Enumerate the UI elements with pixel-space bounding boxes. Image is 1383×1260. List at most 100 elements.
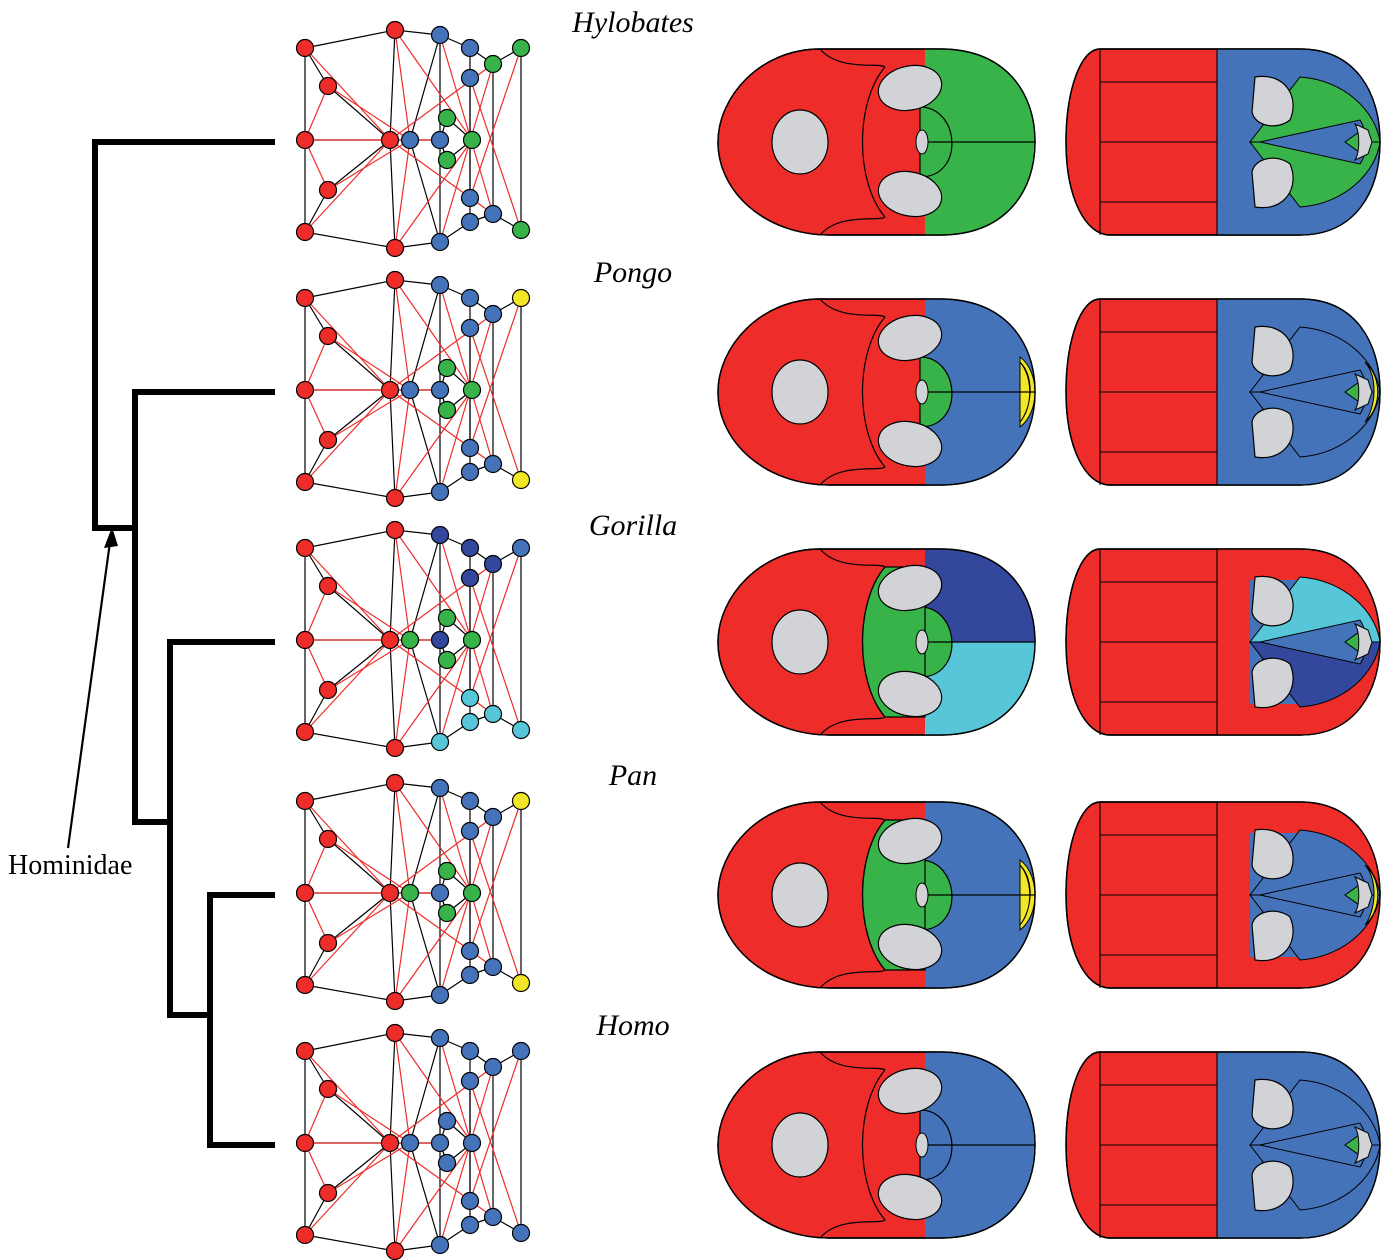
network-edge xyxy=(409,139,441,243)
network-edge xyxy=(389,1142,396,1252)
network-node xyxy=(462,380,482,400)
orbit xyxy=(771,609,829,675)
network-node xyxy=(295,1133,315,1153)
network-edge-red xyxy=(394,1032,411,1144)
network-node xyxy=(295,630,315,650)
network-edge xyxy=(304,29,396,49)
network-node xyxy=(380,1133,400,1153)
foramen xyxy=(915,629,929,655)
network-node xyxy=(385,238,405,258)
orbit xyxy=(771,109,829,175)
network-node xyxy=(460,791,480,811)
network-edge xyxy=(304,984,396,1002)
network-node xyxy=(295,975,315,995)
network-node xyxy=(460,688,480,708)
network-edge-red xyxy=(304,1050,391,1144)
network-edge xyxy=(389,279,396,391)
network-node xyxy=(295,538,315,558)
network-node xyxy=(483,1207,503,1227)
network-node xyxy=(511,720,531,740)
network-node xyxy=(295,883,315,903)
network-edge xyxy=(389,529,396,641)
orbit xyxy=(771,1112,829,1178)
taxon-label: Homo xyxy=(595,1009,669,1042)
network-node xyxy=(400,1133,420,1153)
network-node xyxy=(430,985,450,1005)
network-edge-red xyxy=(394,782,473,894)
network-edge-red xyxy=(439,816,494,996)
network-edge xyxy=(327,838,391,894)
network-edge xyxy=(327,389,391,441)
network-edge xyxy=(327,639,391,691)
nasal xyxy=(1353,622,1373,662)
network-node xyxy=(430,232,450,252)
network-column xyxy=(295,20,531,1260)
skull-sutures xyxy=(819,548,1035,736)
skull-outline-stroke xyxy=(717,801,1036,989)
network-edge-red xyxy=(304,389,329,441)
network-edge xyxy=(327,585,391,641)
orbit-upper xyxy=(1251,75,1294,127)
network-edge-red xyxy=(327,1088,411,1144)
orbit-upper xyxy=(877,314,943,362)
orbit-upper xyxy=(1251,325,1294,377)
network-gorilla xyxy=(295,520,531,758)
network-node xyxy=(430,1235,450,1255)
network-node xyxy=(437,150,457,170)
network-node xyxy=(430,525,450,545)
network-node xyxy=(483,304,503,324)
orbit xyxy=(771,359,829,425)
network-node xyxy=(460,941,480,961)
network-edge xyxy=(304,1032,396,1052)
skull-lateral-homo xyxy=(717,1051,1036,1239)
network-node xyxy=(462,630,482,650)
skull-dorsal-hylobates xyxy=(1065,48,1381,236)
network-node xyxy=(460,712,480,732)
skull-outline-stroke xyxy=(717,48,1036,236)
taxon-label: Gorilla xyxy=(589,509,677,542)
skull-region-upper xyxy=(925,802,1035,895)
skull-region-lower xyxy=(925,142,1035,235)
network-node xyxy=(437,650,457,670)
network-node xyxy=(295,722,315,742)
skull-lateral-gorilla xyxy=(717,548,1036,736)
orbit-lower xyxy=(1251,157,1294,209)
orbit-upper xyxy=(877,64,943,112)
network-node xyxy=(460,1191,480,1211)
network-edge-red xyxy=(327,892,411,944)
network-node xyxy=(430,630,450,650)
skull-outline-stroke xyxy=(717,548,1036,736)
network-edge xyxy=(389,29,396,141)
network-edge xyxy=(304,279,396,299)
network-edge-red xyxy=(394,29,473,141)
network-edge-red xyxy=(439,1037,494,1218)
orbit-lower xyxy=(877,670,943,718)
network-edge xyxy=(389,389,396,499)
network-node xyxy=(385,991,405,1011)
network-node xyxy=(400,630,420,650)
network-node xyxy=(318,1079,338,1099)
orbit-lower xyxy=(877,420,943,468)
phylogenetic-tree xyxy=(92,139,275,1148)
network-edge-red xyxy=(304,85,329,141)
network-node xyxy=(460,965,480,985)
network-node xyxy=(462,883,482,903)
orbit-upper xyxy=(877,564,943,612)
network-edge xyxy=(409,639,441,743)
network-node xyxy=(460,288,480,308)
network-edge-red xyxy=(327,838,411,894)
network-edge xyxy=(409,389,441,493)
network-edge-red xyxy=(469,1080,522,1234)
taxon-label: Pongo xyxy=(593,256,672,289)
network-node xyxy=(380,630,400,650)
skull-region-upper xyxy=(925,299,1035,392)
network-node xyxy=(483,454,503,474)
network-node xyxy=(385,270,405,290)
foramen xyxy=(915,882,929,908)
network-edge xyxy=(327,1142,391,1194)
network-edge-red xyxy=(394,1142,411,1252)
arrowhead-icon xyxy=(104,527,118,548)
network-edge-red xyxy=(327,139,411,191)
network-edge-red xyxy=(327,85,411,141)
